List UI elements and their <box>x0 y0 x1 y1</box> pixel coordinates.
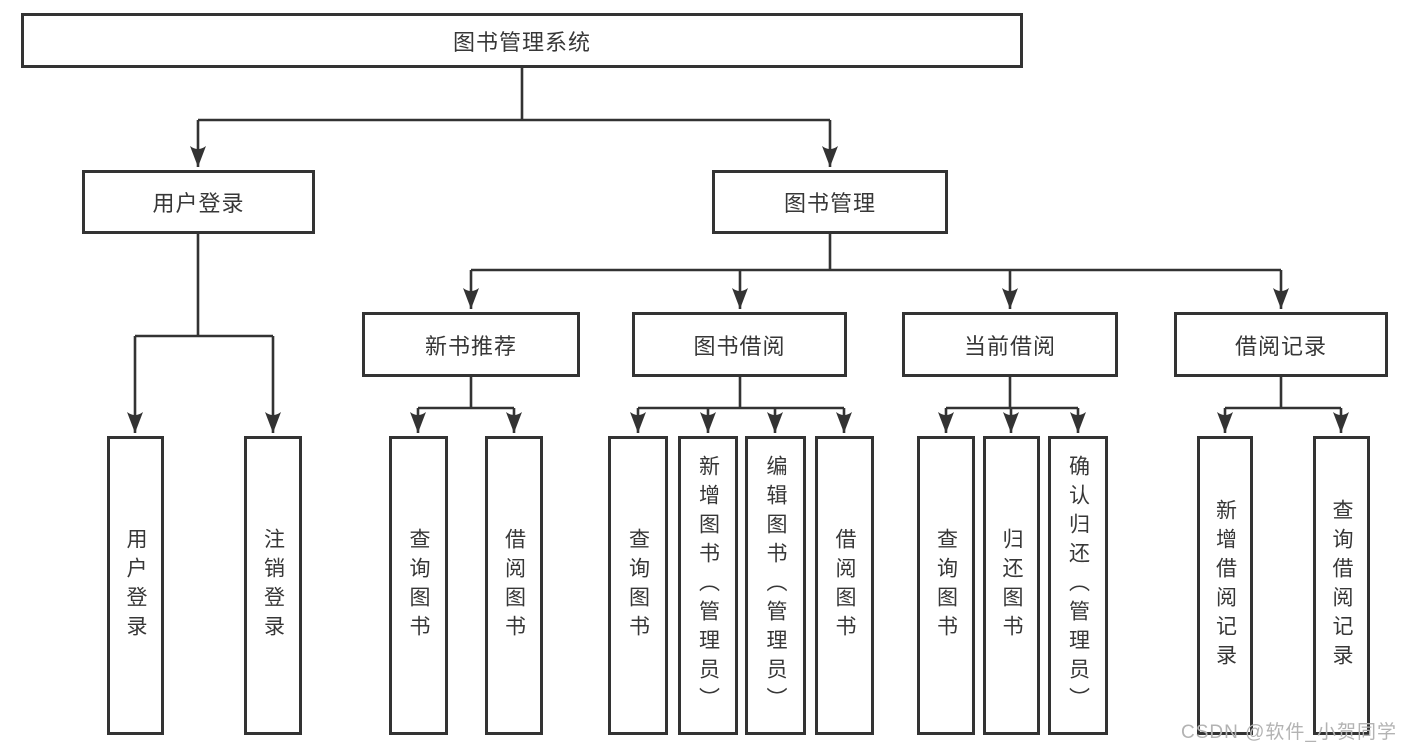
node-user-login: 用户登录 <box>82 170 315 234</box>
node-borrow-records: 借阅记录 <box>1174 312 1388 377</box>
leaf-query-books-2: 查询图书 <box>608 436 668 735</box>
leaf-label: 借阅图书 <box>833 527 856 644</box>
node-book-borrow: 图书借阅 <box>632 312 847 377</box>
leaf-query-borrow-record: 查询借阅记录 <box>1313 436 1370 735</box>
leaf-add-books-admin: 新增图书（管理员） <box>678 436 738 735</box>
leaf-label: 确认归还（管理员） <box>1066 455 1090 716</box>
leaf-query-books-1: 查询图书 <box>389 436 448 735</box>
connector-new-book-trunk <box>418 377 514 410</box>
leaf-label: 新增图书（管理员） <box>696 455 720 716</box>
leaf-label: 查询借阅记录 <box>1330 498 1353 673</box>
node-new-book-recommend: 新书推荐 <box>362 312 580 377</box>
leaf-borrow-books-1: 借阅图书 <box>485 436 543 735</box>
leaf-user-login: 用户登录 <box>107 436 164 735</box>
leaf-label: 查询图书 <box>407 527 430 644</box>
leaf-label: 查询图书 <box>626 527 650 644</box>
leaf-logout: 注销登录 <box>244 436 302 735</box>
connector-root-trunk <box>198 68 830 122</box>
csdn-watermark: CSDN @软件_小贺同学 <box>1181 722 1397 743</box>
leaf-confirm-return-admin: 确认归还（管理员） <box>1048 436 1108 735</box>
leaf-label: 注销登录 <box>261 527 285 644</box>
leaf-label: 查询图书 <box>934 527 958 644</box>
leaf-label: 借阅图书 <box>502 527 526 644</box>
node-book-management: 图书管理 <box>712 170 948 234</box>
node-current-borrow: 当前借阅 <box>902 312 1118 377</box>
leaf-label: 用户登录 <box>124 527 147 644</box>
leaf-label: 归还图书 <box>1000 527 1023 644</box>
leaf-return-books: 归还图书 <box>983 436 1040 735</box>
connector-current-borrow-trunk <box>946 377 1078 410</box>
connector-borrow-records-trunk <box>1225 377 1341 410</box>
connector-book-borrow-trunk <box>638 377 844 410</box>
leaf-query-books-3: 查询图书 <box>917 436 975 735</box>
leaf-edit-books-admin: 编辑图书（管理员） <box>745 436 806 735</box>
leaf-label: 编辑图书（管理员） <box>764 455 787 716</box>
leaf-borrow-books-2: 借阅图书 <box>815 436 874 735</box>
connector-user-login-trunk <box>135 234 273 338</box>
connector-book-mgmt-trunk <box>471 234 1281 272</box>
leaf-label: 新增借阅记录 <box>1213 498 1237 673</box>
node-root: 图书管理系统 <box>21 13 1023 68</box>
leaf-add-borrow-record: 新增借阅记录 <box>1197 436 1253 735</box>
